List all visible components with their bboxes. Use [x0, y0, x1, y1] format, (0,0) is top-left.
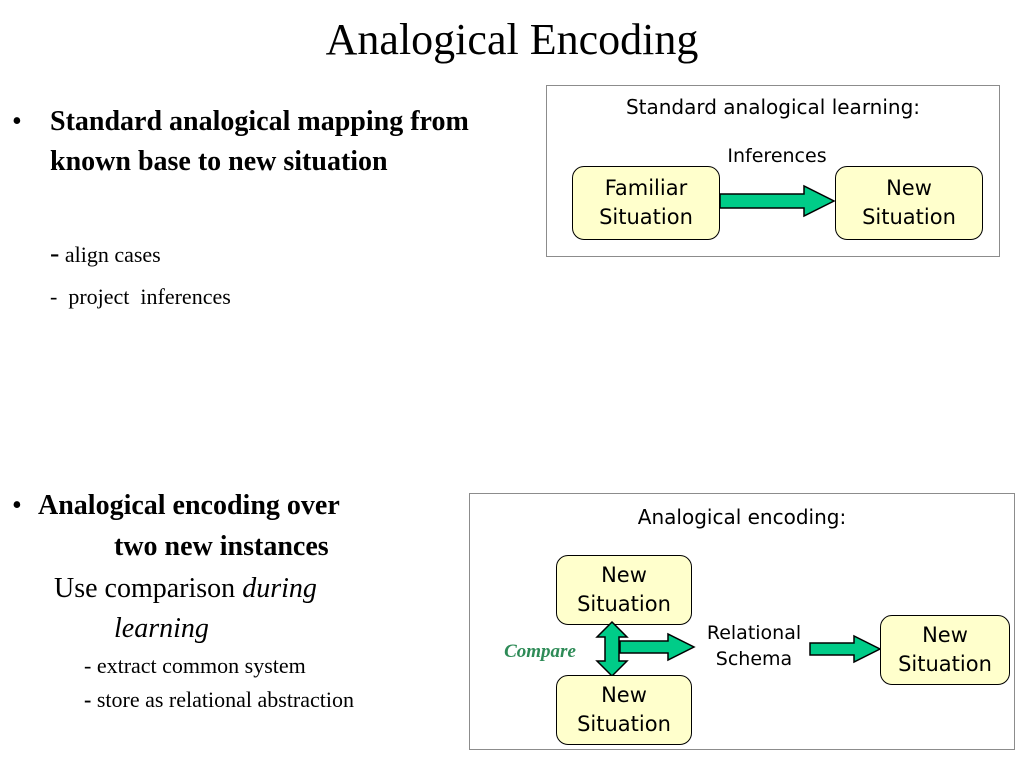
bullet2-sub1: - extract common system: [84, 653, 306, 678]
bullet2-heading-line2: two new instances: [114, 531, 329, 562]
bullet-marker: •: [12, 106, 22, 137]
bullet2-use-line: Use comparison during: [54, 569, 317, 609]
compare-label: Compare: [504, 641, 576, 662]
sub2-dash: -: [84, 687, 92, 712]
bullet2-heading-line1: Analogical encoding over: [38, 490, 340, 521]
arrow-shape: [809, 634, 882, 664]
sub2-text: store as relational abstraction: [91, 687, 355, 712]
bullet1-heading: Standard analogical mapping from known b…: [50, 106, 469, 177]
new-situation-box-top: New Situation: [556, 555, 692, 625]
inferences-label: Inferences: [727, 145, 827, 167]
use-text: Use comparison: [54, 573, 243, 604]
relational-schema-label: Relational Schema: [706, 622, 802, 670]
arrow-shape: [619, 632, 696, 662]
diagram-title: Analogical encoding:: [637, 505, 847, 529]
arrow-shape: [719, 184, 836, 218]
new-situation-box-result: New Situation: [880, 615, 1010, 685]
bullet2-use-line2: learning: [114, 613, 209, 644]
new-situation-box-bottom: New Situation: [556, 675, 692, 745]
slide-title: Analogical Encoding: [325, 15, 699, 64]
result-arrow: [809, 634, 882, 664]
standard-learning-diagram: Standard analogical learning: Inferences…: [546, 85, 1000, 257]
sub1-dash: -: [50, 238, 60, 269]
new-situation-box: New Situation: [835, 166, 983, 240]
bullet1-sub2: - project inferences: [50, 284, 231, 309]
bullet2-sub2: - store as relational abstraction: [84, 686, 354, 714]
bullet-marker: •: [12, 490, 22, 521]
analogical-encoding-diagram: Analogical encoding: New Situation Compa…: [469, 493, 1015, 750]
inferences-arrow: [719, 184, 836, 218]
familiar-situation-box: Familiar Situation: [572, 166, 720, 240]
use-italic: during: [242, 573, 317, 604]
sub1-text: align cases: [64, 242, 161, 267]
diagram-title: Standard analogical learning:: [625, 95, 921, 119]
bullet1-sub1: - align cases: [50, 240, 161, 269]
schema-arrow: [619, 632, 696, 662]
